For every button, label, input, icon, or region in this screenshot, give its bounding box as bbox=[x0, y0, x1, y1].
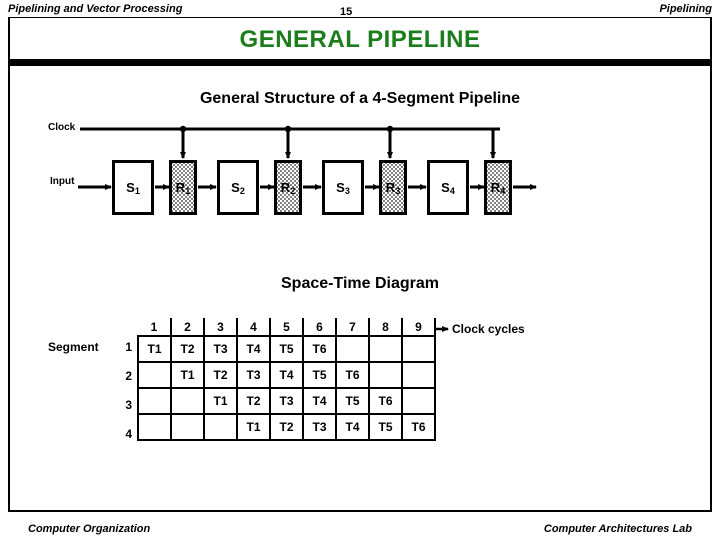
table-row: T1 T2 T3 T4 T5 T6 bbox=[137, 335, 436, 363]
table-cell: T2 bbox=[269, 413, 304, 441]
table-header-row: 1 2 3 4 5 6 7 8 9 bbox=[138, 318, 436, 337]
clock-label: Clock bbox=[48, 122, 76, 133]
table-cell: T3 bbox=[203, 335, 238, 363]
table-cell: T2 bbox=[236, 387, 271, 415]
table-cell: T3 bbox=[236, 361, 271, 389]
input-label: Input bbox=[50, 176, 75, 187]
stage-subscript: 4 bbox=[449, 185, 455, 196]
table-cell bbox=[137, 413, 172, 441]
table-cell: T4 bbox=[236, 335, 271, 363]
column-header: 9 bbox=[402, 318, 436, 337]
stage-label: S bbox=[126, 180, 135, 195]
stage-label: R bbox=[385, 180, 396, 195]
column-header: 4 bbox=[237, 318, 271, 337]
stage-label: S bbox=[231, 180, 240, 195]
spacetime-heading: Space-Time Diagram bbox=[281, 275, 439, 292]
table-cell bbox=[137, 361, 172, 389]
table-cell: T5 bbox=[302, 361, 337, 389]
structure-heading: General Structure of a 4-Segment Pipelin… bbox=[199, 90, 521, 107]
header-page-number: 15 bbox=[340, 6, 353, 18]
table-cell bbox=[401, 335, 436, 363]
stage-label: R bbox=[280, 180, 291, 195]
table-cell: T5 bbox=[269, 335, 304, 363]
table-cell bbox=[368, 335, 403, 363]
segment-row-label-1: 1 bbox=[125, 340, 132, 354]
header-right-runhead: Pipelining bbox=[659, 3, 712, 15]
clock-cycles-axis-label: Clock cycles bbox=[452, 322, 525, 336]
table-cell: T1 bbox=[203, 387, 238, 415]
table-cell bbox=[335, 335, 370, 363]
column-header: 1 bbox=[138, 318, 172, 337]
footer-right-text: Computer Architectures Lab bbox=[543, 523, 692, 535]
segment-row-label-2: 2 bbox=[125, 369, 132, 383]
stage-subscript: 3 bbox=[395, 185, 401, 196]
table-cell bbox=[368, 361, 403, 389]
column-header: 8 bbox=[369, 318, 403, 337]
stage-subscript: 4 bbox=[500, 185, 506, 196]
column-header: 2 bbox=[171, 318, 205, 337]
column-header: 6 bbox=[303, 318, 337, 337]
title-frame bbox=[8, 17, 712, 62]
stage-label: R bbox=[175, 180, 186, 195]
body-frame bbox=[8, 66, 712, 512]
stage-subscript: 1 bbox=[185, 185, 191, 196]
table-cell: T2 bbox=[203, 361, 238, 389]
table-cell: T3 bbox=[302, 413, 337, 441]
table-cell: T4 bbox=[302, 387, 337, 415]
stage-subscript: 3 bbox=[344, 185, 350, 196]
table-row: T1 T2 T3 T4 T5 T6 bbox=[137, 413, 436, 441]
table-cell bbox=[401, 387, 436, 415]
table-cell bbox=[203, 413, 238, 441]
segment-row-label-3: 3 bbox=[125, 398, 132, 412]
table-cell: T4 bbox=[335, 413, 370, 441]
table-cell: T6 bbox=[368, 387, 403, 415]
table-cell: T1 bbox=[236, 413, 271, 441]
table-cell: T5 bbox=[368, 413, 403, 441]
table-cell: T6 bbox=[302, 335, 337, 363]
segment-row-label-4: 4 bbox=[125, 427, 132, 441]
stage-label: S bbox=[441, 180, 450, 195]
footer-left-text: Computer Organization bbox=[28, 523, 151, 535]
stage-label: S bbox=[336, 180, 345, 195]
table-cell: T1 bbox=[137, 335, 172, 363]
table-cell: T5 bbox=[335, 387, 370, 415]
table-cell: T3 bbox=[269, 387, 304, 415]
table-cell bbox=[170, 413, 205, 441]
column-header: 3 bbox=[204, 318, 238, 337]
spacetime-table-wrapper: 1 2 3 4 5 6 7 8 9 T1 T2 T3 T4 T5 T6 bbox=[137, 318, 436, 441]
column-header: 5 bbox=[270, 318, 304, 337]
segment-axis-label: Segment bbox=[48, 340, 99, 354]
table-cell bbox=[170, 387, 205, 415]
title-divider-rule bbox=[8, 59, 712, 66]
table-cell bbox=[401, 361, 436, 389]
column-header: 7 bbox=[336, 318, 370, 337]
table-row: T1 T2 T3 T4 T5 T6 bbox=[137, 361, 436, 389]
stage-label: R bbox=[490, 180, 501, 195]
stage-subscript: 2 bbox=[239, 185, 245, 196]
stage-subscript: 1 bbox=[134, 185, 140, 196]
table-cell: T1 bbox=[170, 361, 205, 389]
table-row: T1 T2 T3 T4 T5 T6 bbox=[137, 387, 436, 415]
table-cell: T2 bbox=[170, 335, 205, 363]
stage-subscript: 2 bbox=[290, 185, 296, 196]
table-cell: T6 bbox=[401, 413, 436, 441]
header-left-runhead: Pipelining and Vector Processing bbox=[8, 3, 183, 15]
page-title: GENERAL PIPELINE bbox=[239, 26, 481, 53]
table-cell: T4 bbox=[269, 361, 304, 389]
spacetime-table: 1 2 3 4 5 6 7 8 9 T1 T2 T3 T4 T5 T6 bbox=[137, 318, 436, 441]
table-cell bbox=[137, 387, 172, 415]
table-cell: T6 bbox=[335, 361, 370, 389]
